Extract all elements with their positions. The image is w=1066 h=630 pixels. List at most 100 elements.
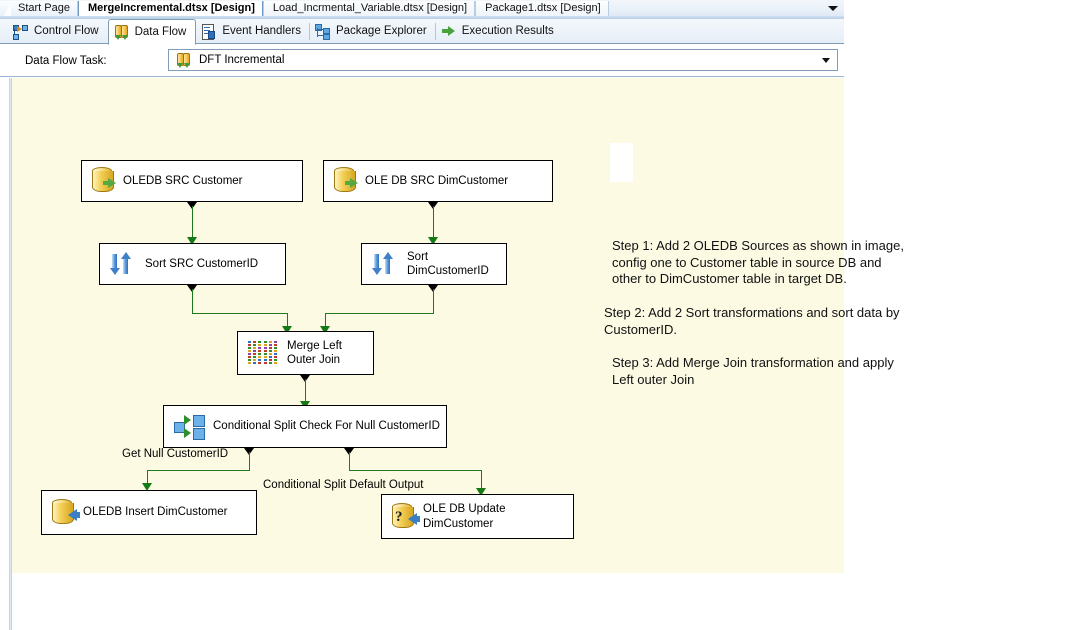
connector-segment xyxy=(147,470,250,471)
database-source-icon xyxy=(92,167,116,195)
connector-segment xyxy=(349,452,350,470)
merge-join-icon xyxy=(248,341,278,365)
node-conditional-split[interactable]: Conditional Split Check For Null Custome… xyxy=(163,405,447,448)
tab-label: Event Handlers xyxy=(222,25,301,37)
merge-join-icon-dash xyxy=(248,344,251,346)
merge-join-icon-dash xyxy=(258,347,261,349)
document-tab-label: Start Page xyxy=(18,2,70,14)
node-label-line2: DimCustomerID xyxy=(407,265,489,277)
connector-segment xyxy=(305,379,306,403)
merge-join-icon-dash xyxy=(269,350,272,352)
annotation-step1-line3: other to DimCustomer table in target DB. xyxy=(612,271,847,287)
merge-join-icon-dash xyxy=(274,359,277,361)
node-oledb-src-dimcustomer[interactable]: OLE DB SRC DimCustomer xyxy=(323,160,553,202)
node-label-line1: OLE DB Update xyxy=(423,503,506,516)
connector-tack xyxy=(187,285,197,292)
tab-event-handlers[interactable]: Event Handlers xyxy=(195,20,310,43)
tab-package-explorer[interactable]: Package Explorer xyxy=(308,20,436,43)
control-flow-icon xyxy=(13,24,28,40)
chevron-down-icon[interactable] xyxy=(822,58,830,63)
document-tab-package1[interactable]: Package1.dtsx [Design] xyxy=(475,1,609,16)
merge-join-icon-row xyxy=(248,356,261,358)
merge-join-icon-row xyxy=(248,347,261,349)
connector-segment xyxy=(192,313,287,314)
question-mark-glyph: ? xyxy=(395,508,403,525)
node-oledb-update-dimcustomer[interactable]: ? OLE DB Update DimCustomer xyxy=(381,494,574,539)
document-tab-load-incremental-variable[interactable]: Load_Incrmental_Variable.dtsx [Design] xyxy=(262,1,476,16)
merge-join-icon-dash xyxy=(274,347,277,349)
connector-segment xyxy=(349,470,481,471)
chevron-down-icon[interactable] xyxy=(826,1,840,15)
merge-join-icon-dash xyxy=(258,359,261,361)
tab-control-flow[interactable]: Control Flow xyxy=(8,20,108,43)
node-sort-src-customerid[interactable]: Sort SRC CustomerID xyxy=(99,243,286,285)
merge-join-icon-dash xyxy=(274,350,277,352)
node-label: OLE DB Update DimCustomer xyxy=(423,502,505,530)
node-label-line2: Outer Join xyxy=(287,354,341,366)
connector-label-get-null-customerid[interactable]: Get Null CustomerID xyxy=(122,448,229,460)
merge-join-icon-dash xyxy=(264,344,267,346)
database-source-icon xyxy=(334,167,358,195)
node-oledb-insert-dimcustomer[interactable]: OLEDB Insert DimCustomer xyxy=(41,490,257,535)
data-flow-canvas[interactable]: Get Null CustomerID Conditional Split De… xyxy=(0,78,1066,630)
merge-join-icon-dash xyxy=(274,353,277,355)
tab-data-flow[interactable]: Data Flow xyxy=(107,19,197,45)
merge-join-icon-dash xyxy=(274,362,277,364)
annotation-text[interactable]: Step 1: Add 2 OLEDB Sources as shown in … xyxy=(604,238,964,388)
connector-label-conditional-split-default-output[interactable]: Conditional Split Default Output xyxy=(263,479,424,491)
tab-execution-results[interactable]: Execution Results xyxy=(434,20,563,43)
merge-join-icon-row xyxy=(248,341,261,343)
merge-join-icon-dash xyxy=(248,350,251,352)
data-flow-task-select[interactable]: DFT Incremental xyxy=(168,49,838,71)
merge-join-icon-dash xyxy=(269,353,272,355)
data-flow-task-bar: Data Flow Task: DFT Incremental xyxy=(0,45,844,77)
merge-join-icon-row xyxy=(248,359,261,361)
conditional-split-icon xyxy=(174,414,205,440)
canvas-backdrop-top xyxy=(12,78,634,143)
sort-icon xyxy=(372,251,398,277)
merge-join-icon-dash xyxy=(258,362,261,364)
merge-join-icon-dash xyxy=(264,356,267,358)
sort-icon xyxy=(110,251,136,277)
merge-join-icon-row xyxy=(264,344,277,346)
connector-segment xyxy=(249,452,250,470)
node-sort-dimcustomerid[interactable]: Sort DimCustomerID xyxy=(361,243,507,285)
document-tab-label: MergeIncremental.dtsx [Design] xyxy=(87,2,255,14)
connector-arrowhead xyxy=(187,237,197,245)
merge-join-icon-row xyxy=(264,347,277,349)
merge-join-icon-dash xyxy=(248,341,251,343)
merge-join-icon-dash xyxy=(258,350,261,352)
merge-join-icon-row xyxy=(264,350,277,352)
annotation-step1-line1: Step 1: Add 2 OLEDB Sources as shown in … xyxy=(612,238,904,253)
annotation-step2-line2: CustomerID. xyxy=(604,321,677,337)
node-merge-left-outer-join[interactable]: Merge Left Outer Join xyxy=(237,331,374,375)
document-tab-start-page[interactable]: Start Page xyxy=(0,1,78,16)
document-tab-mergeincremental[interactable]: MergeIncremental.dtsx [Design] xyxy=(77,1,263,16)
annotation-spacer xyxy=(604,288,964,305)
annotation-step2-line1: Step 2: Add 2 Sort transformations and s… xyxy=(604,304,900,320)
node-label: OLEDB Insert DimCustomer xyxy=(83,506,228,519)
database-command-icon: ? xyxy=(392,502,420,531)
node-label: OLEDB SRC Customer xyxy=(123,174,243,187)
merge-join-icon-dash xyxy=(269,347,272,349)
merge-join-icon-row xyxy=(264,362,277,364)
data-flow-task-value: DFT Incremental xyxy=(199,54,285,66)
annotation-spacer xyxy=(604,338,964,355)
node-label-line1: Sort xyxy=(407,250,429,263)
package-explorer-icon xyxy=(314,23,330,40)
merge-join-icon-dash xyxy=(258,356,261,358)
node-label: Merge Left Outer Join xyxy=(287,339,342,367)
connector-tack xyxy=(244,448,254,455)
node-oledb-src-customer[interactable]: OLEDB SRC Customer xyxy=(81,160,303,202)
tab-label: Data Flow xyxy=(134,26,187,38)
merge-join-icon-row xyxy=(248,344,261,346)
connector-arrowhead xyxy=(428,237,438,245)
merge-join-icon-row xyxy=(248,353,261,355)
data-flow-icon xyxy=(114,24,129,40)
tab-strip-underline xyxy=(0,16,844,19)
connector-tack xyxy=(428,202,438,209)
database-destination-icon xyxy=(52,498,80,527)
merge-join-icon-dash xyxy=(264,362,267,364)
merge-join-icon-dash xyxy=(269,341,272,343)
connector-arrowhead xyxy=(142,483,152,491)
